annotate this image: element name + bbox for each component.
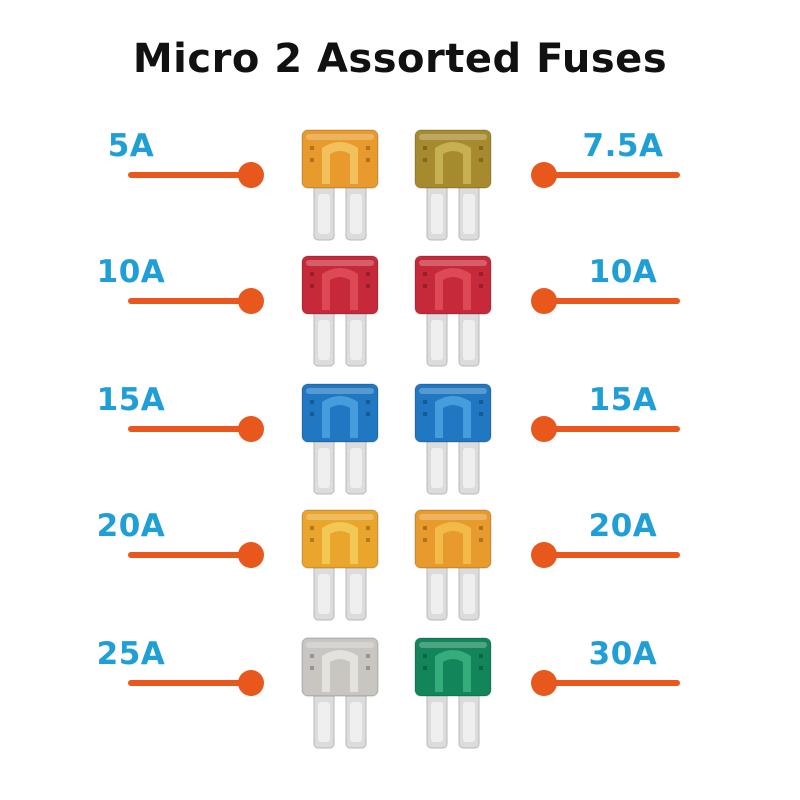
page-title: Micro 2 Assorted Fuses	[132, 36, 668, 82]
fuse-row: 10A 10A	[0, 254, 800, 374]
fuse-row: 20A 20A	[0, 508, 800, 628]
leader-dot-right	[531, 670, 557, 696]
fuse-icon	[413, 508, 493, 623]
leader-dot-right	[531, 162, 557, 188]
leader-dot-left	[238, 670, 264, 696]
fuse-rating-label-left: 20A	[96, 508, 166, 544]
leader-line-left	[128, 172, 250, 178]
leader-line-left	[128, 552, 250, 558]
leader-dot-right	[531, 416, 557, 442]
leader-dot-left	[238, 162, 264, 188]
fuse-rating-label-left: 10A	[96, 254, 166, 290]
leader-line-right	[544, 552, 680, 558]
fuse-icon	[413, 636, 493, 751]
fuse-rating-label-left: 25A	[96, 636, 166, 672]
fuse-row: 5A 7.5A	[0, 128, 800, 248]
fuse-icon	[300, 508, 380, 623]
fuse-rating-label-right: 7.5A	[582, 128, 664, 164]
fuse-rating-label-left: 15A	[96, 382, 166, 418]
leader-dot-left	[238, 416, 264, 442]
leader-dot-left	[238, 288, 264, 314]
fuse-icon	[413, 128, 493, 243]
fuse-rating-label-left: 5A	[107, 128, 155, 164]
fuse-icon	[300, 382, 380, 497]
fuse-row: 15A 15A	[0, 382, 800, 502]
fuse-rating-label-right: 15A	[588, 382, 658, 418]
fuse-icon	[413, 382, 493, 497]
leader-line-right	[544, 680, 680, 686]
fuse-icon	[300, 254, 380, 369]
leader-line-right	[544, 172, 680, 178]
leader-line-left	[128, 298, 250, 304]
fuse-rating-label-right: 30A	[588, 636, 658, 672]
leader-line-right	[544, 298, 680, 304]
fuse-icon	[300, 636, 380, 751]
leader-dot-left	[238, 542, 264, 568]
fuse-icon	[300, 128, 380, 243]
leader-dot-right	[531, 542, 557, 568]
fuse-rating-label-right: 10A	[588, 254, 658, 290]
leader-line-right	[544, 426, 680, 432]
fuse-rating-label-right: 20A	[588, 508, 658, 544]
leader-dot-right	[531, 288, 557, 314]
leader-line-left	[128, 680, 250, 686]
fuse-row: 25A 30A	[0, 636, 800, 756]
leader-line-left	[128, 426, 250, 432]
fuse-icon	[413, 254, 493, 369]
